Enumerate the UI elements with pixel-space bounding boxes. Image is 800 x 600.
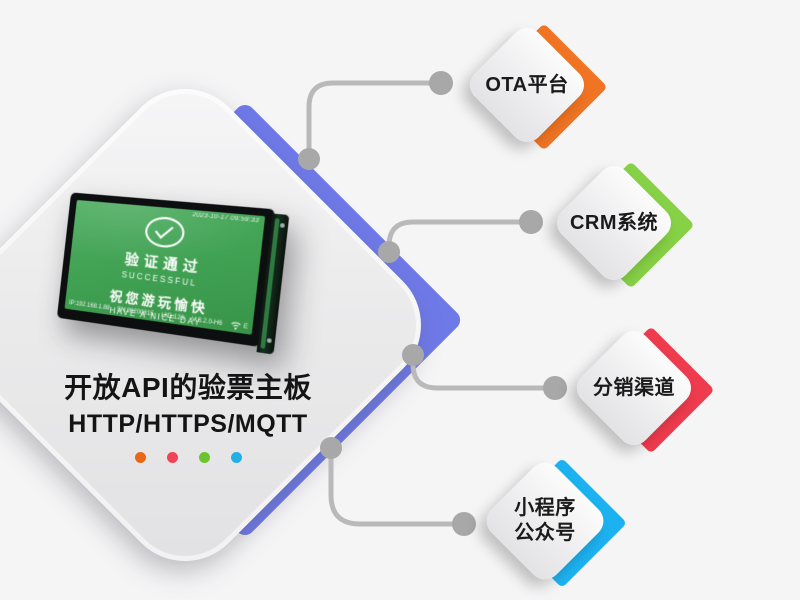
node-label: OTA平台 <box>485 73 569 96</box>
node-miniprogram-account: 小程序 公众号 <box>479 455 628 589</box>
connector-dot <box>543 376 567 400</box>
node-label-line2: 公众号 <box>514 522 576 544</box>
status-uid: UID:123 <box>160 312 185 322</box>
device-screen: 2023-10-17 09:59:33 验证通过 SUCCESSFUL 祝您游玩… <box>64 199 266 335</box>
node-label: 分销渠道 <box>593 376 675 399</box>
status-mode: E <box>243 323 249 331</box>
node-crm-system: CRM系统 <box>550 159 695 289</box>
accent-dot-red <box>166 452 178 463</box>
connector-line-miniprogram <box>328 445 467 527</box>
page-title: 开放API的验票主板 <box>64 372 312 403</box>
headline-block: 开放API的验票主板 HTTP/HTTPS/MQTT <box>30 366 346 463</box>
checkmark-icon <box>154 220 174 239</box>
accent-dot-orange <box>134 452 146 463</box>
connector-dot <box>519 210 543 234</box>
wifi-icon <box>230 320 242 330</box>
accent-dot-green <box>198 452 210 463</box>
screw-icon <box>266 338 272 344</box>
connector-line-distribution <box>410 352 558 391</box>
screw-icon <box>279 223 285 228</box>
node-ota-platform: OTA平台 <box>463 21 608 151</box>
node-distribution-channels: 分销渠道 <box>570 324 715 454</box>
status-ip: IP:192.168.1.88 <box>68 299 111 312</box>
connector-line-crm <box>386 219 534 255</box>
connector-dot <box>429 71 453 95</box>
connector-line-ota <box>306 80 444 162</box>
node-label: 小程序 <box>514 497 576 519</box>
node-label: CRM系统 <box>569 211 659 234</box>
screen-timestamp: 2023-10-17 09:59:33 <box>192 212 260 225</box>
accent-dots <box>30 452 346 463</box>
page-subtitle: HTTP/HTTPS/MQTT <box>68 410 308 438</box>
check-circle-icon <box>143 215 186 250</box>
connector-dot <box>452 512 476 536</box>
accent-dot-blue <box>230 452 242 463</box>
